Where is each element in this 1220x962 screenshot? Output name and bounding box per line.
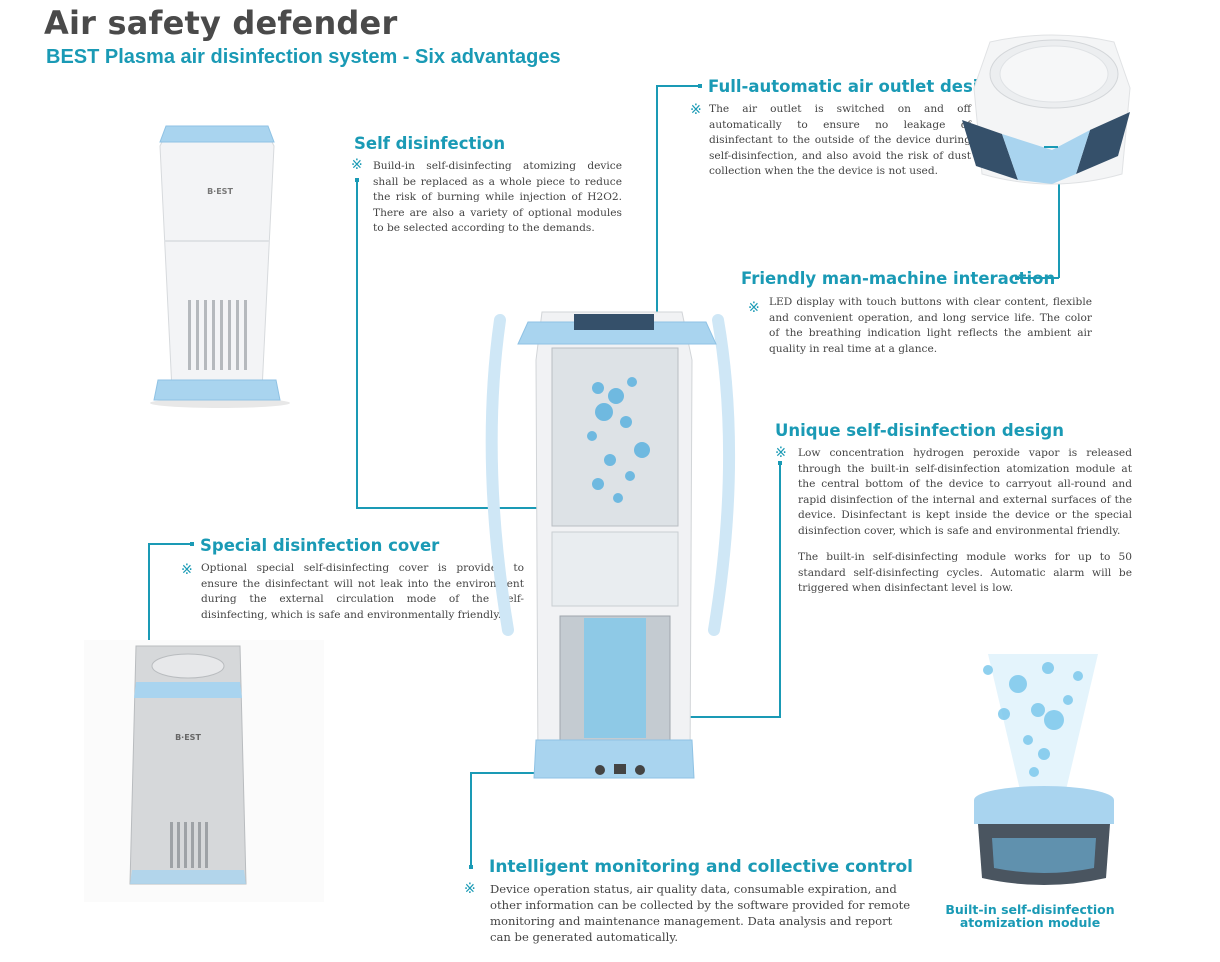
heading-unique-design: Unique self-disinfection design bbox=[775, 421, 1064, 440]
bullet-mark-icon: ※ bbox=[748, 300, 760, 316]
heading-air-outlet: Full-automatic air outlet design bbox=[708, 77, 1003, 96]
text-monitoring: Device operation status, air quality dat… bbox=[490, 882, 911, 944]
heading-monitoring: Intelligent monitoring and collective co… bbox=[489, 857, 913, 877]
text-self-disinfection: Build-in self-disinfecting atomizing dev… bbox=[373, 160, 622, 235]
svg-text:B·EST: B·EST bbox=[175, 733, 201, 742]
bullet-mark-icon: ※ bbox=[351, 157, 363, 173]
text-air-outlet: The air outlet is switched on and off au… bbox=[709, 103, 971, 178]
heading-interaction: Friendly man-machine interaction bbox=[741, 269, 1056, 288]
text-cover: Optional special self-disinfecting cover… bbox=[201, 562, 524, 621]
text-unique-design: Low concentration hydrogen peroxide vapo… bbox=[798, 447, 1132, 537]
tower-device-image: B·EST bbox=[150, 125, 290, 408]
air-outlet-closeup-image bbox=[962, 34, 1131, 185]
heading-cover: Special disinfection cover bbox=[200, 536, 440, 555]
page-title: Air safety defender bbox=[44, 4, 398, 42]
main-device-cutaway-image bbox=[485, 311, 736, 779]
svg-text:B·EST: B·EST bbox=[207, 187, 233, 196]
page-subtitle: BEST Plasma air disinfection system - Si… bbox=[46, 46, 561, 68]
module-caption: Built-in self-disinfection atomization m… bbox=[945, 902, 1115, 930]
text-unique-design-2: The built-in self-disinfecting module wo… bbox=[798, 551, 1132, 595]
heading-self-disinfection: Self disinfection bbox=[354, 134, 506, 153]
bullet-mark-icon: ※ bbox=[775, 445, 787, 461]
bullet-mark-icon: ※ bbox=[181, 562, 193, 578]
text-interaction: LED display with touch buttons with clea… bbox=[769, 296, 1092, 355]
covered-device-image: B·EST bbox=[84, 640, 324, 902]
bullet-mark-icon: ※ bbox=[690, 102, 702, 118]
bullet-mark-icon: ※ bbox=[464, 881, 476, 897]
atomization-module-image bbox=[974, 654, 1114, 885]
